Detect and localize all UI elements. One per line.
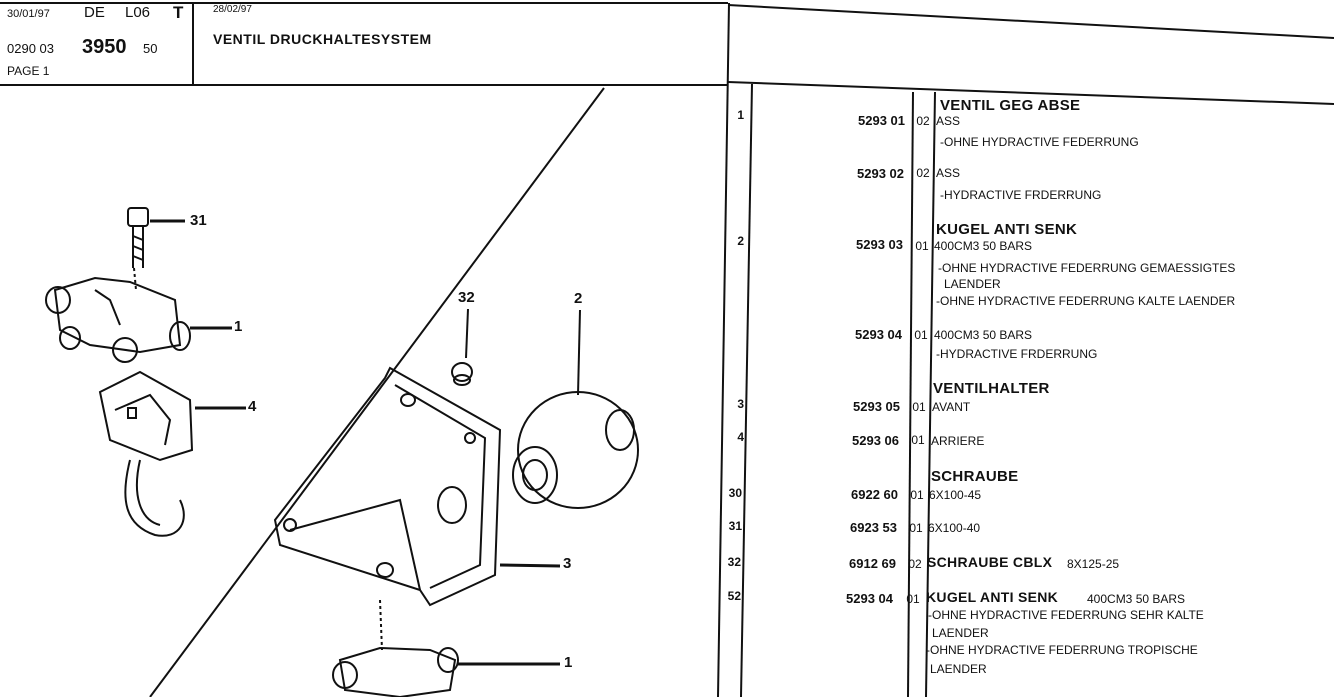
quantity: 02 — [916, 114, 930, 128]
description-line: -OHNE HYDRACTIVE FEDERRUNG KALTE LAENDER — [936, 294, 1236, 308]
ref-number: 3 — [737, 397, 744, 411]
callout-3: 3 — [563, 555, 572, 572]
description-line: -OHNE HYDRACTIVE FEDERRUNG SEHR KALTE — [928, 608, 1204, 622]
quantity: 01 — [915, 239, 929, 253]
description-line: ASS — [936, 114, 961, 128]
description-line: AVANT — [932, 400, 971, 414]
group-title-schraube: SCHRAUBE — [931, 468, 1019, 485]
quantity: 01 — [909, 521, 923, 535]
quantity: 01 — [912, 400, 926, 414]
description-line: LAENDER — [932, 626, 989, 640]
ref-number: 2 — [737, 234, 744, 248]
callout-1b: 1 — [564, 654, 573, 671]
description-line: 400CM3 50 BARS — [934, 328, 1033, 342]
header-language: DE — [84, 4, 105, 21]
description-line: -HYDRACTIVE FRDERRUNG — [936, 347, 1098, 361]
description-line: 6X100-40 — [928, 521, 981, 535]
ref-number: 31 — [728, 519, 742, 533]
exploded-diagram — [45, 87, 639, 697]
part-number: 5293 06 — [852, 433, 899, 448]
part-number: 5293 05 — [853, 399, 900, 414]
inline-title: SCHRAUBE CBLX — [927, 554, 1053, 570]
screw-32-drawing — [451, 308, 473, 386]
quantity: 01 — [906, 592, 920, 606]
ref-number: 52 — [727, 589, 741, 603]
part-number: 6923 53 — [850, 520, 897, 535]
quantity: 02 — [916, 166, 930, 180]
part-number: 5293 04 — [846, 591, 893, 606]
part-number: 6912 69 — [849, 556, 896, 571]
description-line: -HYDRACTIVE FRDERRUNG — [940, 188, 1102, 202]
description-line: -OHNE HYDRACTIVE FEDERRUNG GEMAESSIGTES — [938, 261, 1236, 275]
description-line: 8X125-25 — [1067, 557, 1120, 571]
header-date-1: 30/01/97 — [7, 8, 50, 20]
part-number: 5293 01 — [858, 113, 905, 128]
description-line: LAENDER — [930, 662, 987, 676]
part-number: 5293 02 — [857, 166, 904, 181]
group-title-ventil: VENTIL GEG ABSE — [940, 97, 1081, 114]
description-line: -OHNE HYDRACTIVE FEDERRUNG — [940, 135, 1139, 149]
header-date-2: 28/02/97 — [213, 4, 252, 15]
inline-title: KUGEL ANTI SENK — [926, 589, 1059, 605]
bracket-3-drawing — [273, 366, 561, 607]
description-line: 6X100-45 — [929, 488, 982, 502]
part-number: 5293 04 — [855, 327, 902, 342]
valve-1-drawing — [45, 267, 232, 363]
sphere-2-drawing — [512, 309, 639, 509]
valve-1b-drawing — [332, 599, 560, 697]
description-line: ASS — [936, 166, 961, 180]
quantity: 01 — [911, 433, 925, 447]
description-line: 400CM3 50 BARS — [1087, 592, 1186, 606]
ref-number: 32 — [727, 555, 741, 569]
part-number: 5293 03 — [856, 237, 903, 252]
description-line: -OHNE HYDRACTIVE FEDERRUNG TROPISCHE — [926, 643, 1198, 657]
header-marker: T — [173, 3, 184, 22]
header-page: PAGE 1 — [7, 64, 50, 78]
quantity: 01 — [910, 488, 924, 502]
callout-32: 32 — [458, 289, 475, 306]
description-line: LAENDER — [944, 277, 1001, 291]
ref-number: 30 — [728, 486, 742, 500]
callout-2: 2 — [574, 290, 583, 307]
quantity: 02 — [908, 557, 922, 571]
group-title-kugel: KUGEL ANTI SENK — [936, 221, 1078, 238]
ref-number: 1 — [737, 108, 744, 122]
header-ref-suffix: 50 — [143, 41, 158, 56]
group-title-ventilhalter: VENTILHALTER — [933, 380, 1050, 397]
bracket-4-drawing — [98, 370, 246, 537]
callout-1: 1 — [234, 318, 243, 335]
part-number: 6922 60 — [851, 487, 898, 502]
callout-4: 4 — [248, 398, 257, 415]
callout-31: 31 — [190, 212, 207, 229]
bolt-31-drawing — [127, 207, 185, 268]
header-ref-prefix: 0290 03 — [7, 41, 54, 56]
header-code: L06 — [125, 4, 151, 21]
description-line: ARRIERE — [931, 434, 985, 448]
page-title: VENTIL DRUCKHALTESYSTEM — [213, 31, 432, 47]
header-ref-main: 3950 — [82, 36, 127, 58]
quantity: 01 — [914, 328, 928, 342]
ref-number: 4 — [737, 430, 744, 444]
description-line: 400CM3 50 BARS — [934, 239, 1033, 253]
